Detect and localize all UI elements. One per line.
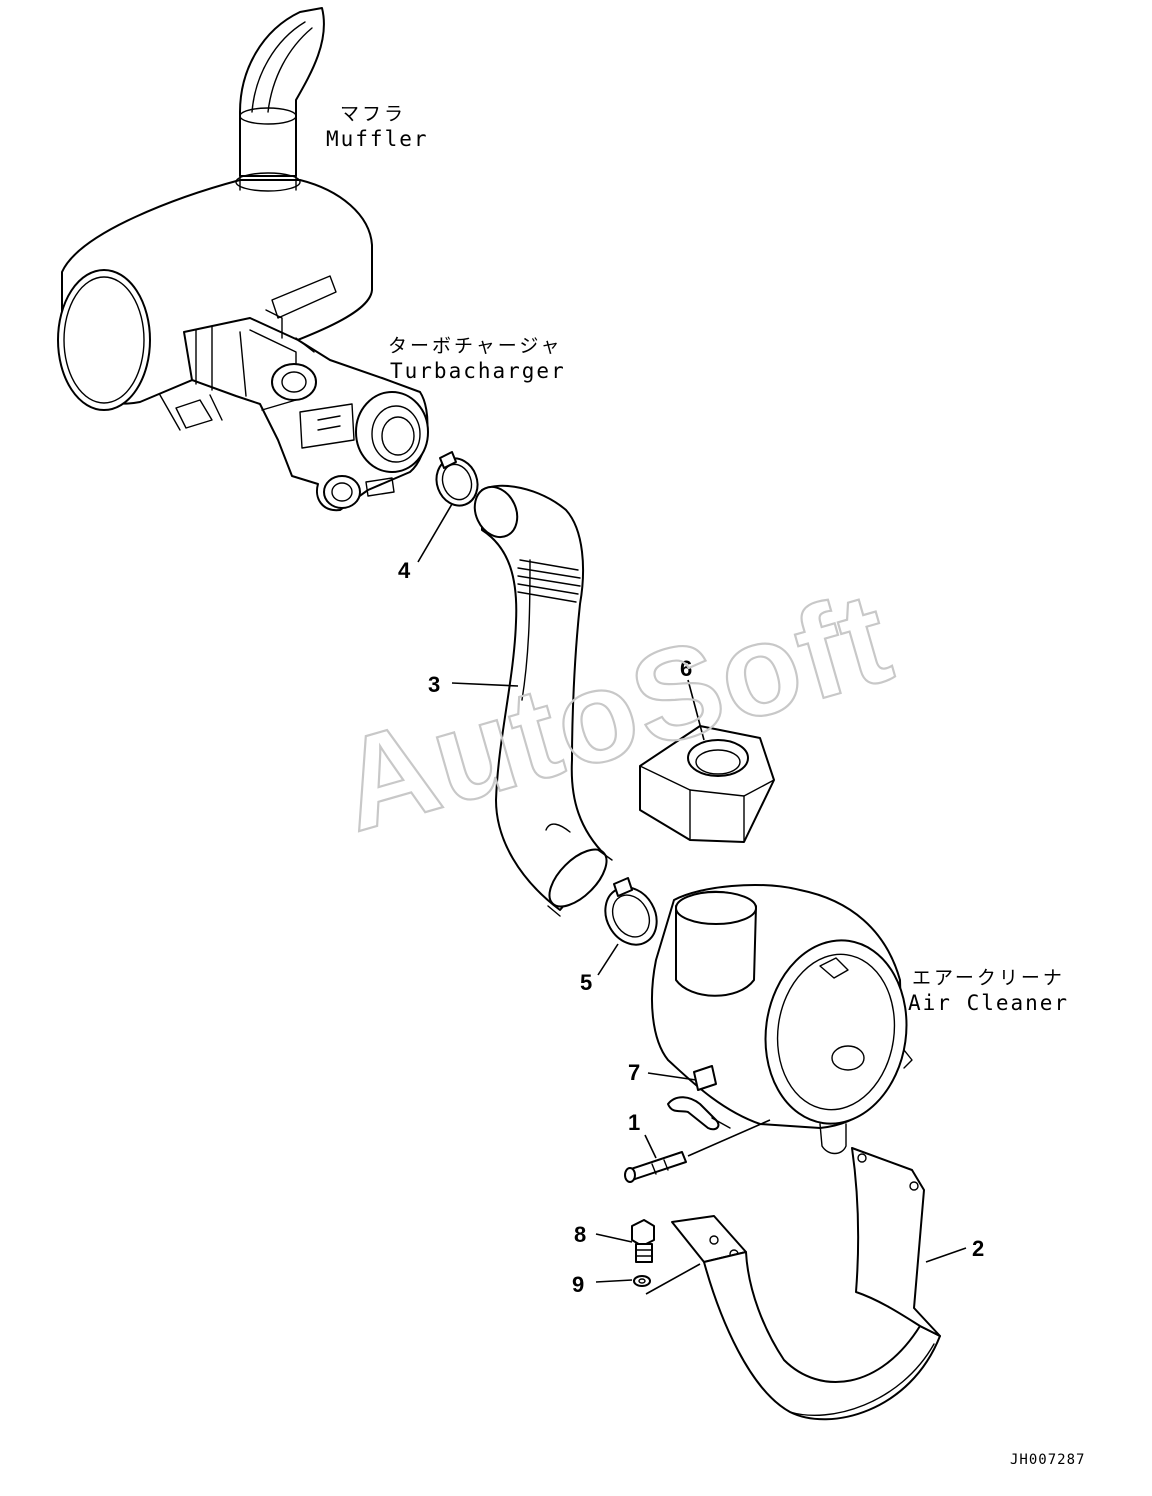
callout-2: 2 [972, 1236, 984, 1261]
part-2-mounting-strap [671, 1147, 941, 1421]
leader-lines [417, 503, 967, 1283]
part-7-wing-nut [667, 1065, 731, 1131]
callout-7: 7 [628, 1060, 640, 1085]
callout-5: 5 [580, 970, 592, 995]
part-8-hex-bolt [631, 1219, 655, 1263]
callout-3: 3 [428, 672, 440, 697]
part-6-seal-block [639, 725, 775, 843]
muffler-label-en: Muffler [326, 127, 429, 151]
air-cleaner-label-jp: エアークリーナ [912, 967, 1065, 989]
callout-9: 9 [572, 1272, 584, 1297]
part-9-washer [633, 1263, 701, 1295]
air-cleaner [651, 884, 913, 1155]
part-5-hose-clamp [604, 877, 658, 946]
watermark: AutoSoft [323, 563, 906, 859]
callout-4: 4 [398, 558, 411, 583]
callout-6: 6 [680, 656, 692, 681]
turbocharger-label-jp: ターボチャージャ [388, 335, 562, 357]
part-4-hose-clamp [435, 451, 479, 507]
drawing-code: JH007287 [1010, 1452, 1085, 1468]
air-cleaner-label-en: Air Cleaner [908, 991, 1069, 1015]
muffler [57, 7, 373, 431]
part-3-intake-hose [473, 484, 613, 917]
callout-8: 8 [574, 1222, 586, 1247]
muffler-label-jp: マフラ [340, 103, 406, 125]
callout-numbers: 1 2 3 4 5 6 7 8 9 [398, 558, 984, 1297]
turbocharger-label-en: Turbacharger [390, 359, 566, 383]
component-labels: マフラ Muffler ターボチャージャ Turbacharger エアークリー… [326, 103, 1069, 1015]
part-1-bolt [624, 1119, 771, 1183]
turbocharger [183, 309, 429, 512]
callout-1: 1 [628, 1110, 640, 1135]
